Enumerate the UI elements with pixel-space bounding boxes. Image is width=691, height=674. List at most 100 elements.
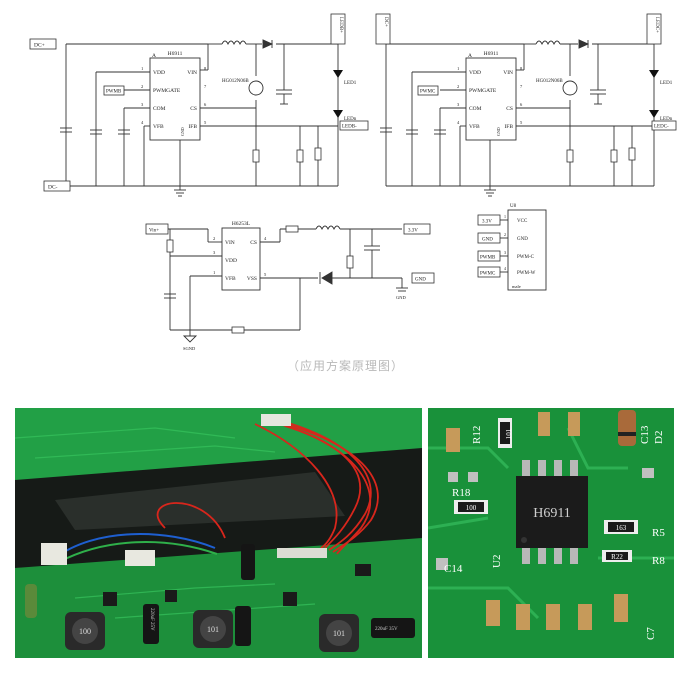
- top-right-pin-right-1: VIN: [503, 70, 513, 76]
- closeup-ref-u2: U2: [491, 555, 503, 568]
- buck-pin-right-3: VSS: [247, 276, 257, 282]
- top-right-pinnum-left-2: 2: [457, 84, 459, 89]
- top-right-pinnum-right-6: 6: [520, 102, 523, 107]
- buck-chip-label: H6253L: [232, 221, 251, 227]
- closeup-res-code-100: 100: [466, 504, 477, 512]
- top-left-led-minus: LEDB-: [342, 125, 357, 130]
- top-left-dc-minus: DC-: [48, 185, 58, 191]
- top-left-pin-right-1: VIN: [187, 70, 197, 76]
- photo-left-cap-code-1: 220uF 25V: [149, 608, 154, 631]
- buck-pinnum-right-1: 4: [264, 236, 267, 241]
- top-left-pinnum-left-1: 1: [141, 66, 143, 71]
- top-right-pin-left-3: COM: [469, 106, 482, 112]
- buck-pinnum-left-3: 1: [213, 270, 215, 275]
- connector-net-1: 3.3V: [482, 220, 492, 225]
- top-left-pin-right-4: IFB: [188, 124, 197, 130]
- top-left-led1: LED1: [344, 81, 357, 86]
- connector-pin-gnd: GND: [517, 237, 528, 242]
- top-left-pin-left-2: PWMGATE: [153, 88, 181, 94]
- connector-pin-pwmw: PWM-W: [517, 271, 536, 276]
- top-right-led-plus: LEDC+: [654, 17, 659, 33]
- closeup-ref-c13: C13: [639, 425, 651, 444]
- top-left-pwm-label: PWMB: [106, 90, 122, 95]
- connector-pinnum-2: 2: [504, 232, 506, 237]
- top-right-pin-right-3: CS: [506, 106, 513, 112]
- closeup-res-code-101: 101: [505, 428, 513, 439]
- top-left-pinnum-right-6: 6: [204, 102, 207, 107]
- buck-gnd-label: GND: [415, 278, 426, 283]
- buck-pin-right-1: CS: [250, 240, 257, 246]
- connector-footer: male: [512, 284, 521, 289]
- connector-net-2: GND: [482, 238, 493, 243]
- top-left-pinnum-left-4: 4: [141, 120, 144, 125]
- top-left-led-plus: LEDB+: [338, 17, 343, 33]
- buck-pin-left-2: VDD: [225, 258, 237, 264]
- buck-pinnum-left-1: 2: [213, 236, 215, 241]
- top-right-mosfet-label: HG012N06B: [536, 79, 563, 84]
- closeup-res-code-r22: R22: [611, 553, 623, 561]
- closeup-ref-r12: R12: [471, 426, 483, 444]
- closeup-chip-marking: H6911: [533, 506, 571, 521]
- buck-sgnd-label: SGND: [183, 346, 196, 351]
- buck-pinnum-left-2: 3: [213, 250, 216, 255]
- top-right-pin-left-2: PWMGATE: [469, 88, 497, 94]
- photo-left-inductor-code-1: 100: [79, 627, 91, 636]
- connector-pinnum-1: 1: [504, 214, 506, 219]
- buck-out-label: 3.3V: [408, 229, 418, 234]
- top-left-pin-left-3: COM: [153, 106, 166, 112]
- top-left-pinnum-left-3: 3: [141, 102, 144, 107]
- closeup-res-code-163: 163: [616, 524, 627, 532]
- closeup-ref-c7: C7: [645, 627, 657, 640]
- connector-pinnum-3: 3: [504, 250, 506, 255]
- connector-net-3: PWMB: [480, 256, 496, 261]
- top-left-pinnum-left-2: 2: [141, 84, 143, 89]
- figure-caption: （应用方案原理图）: [286, 359, 404, 373]
- top-left-pinnum-right-5: 5: [204, 120, 207, 125]
- pcb-photo-closeup: H6911: [428, 408, 674, 658]
- top-left-pin-left-1: VDD: [153, 70, 165, 76]
- pcb-photo-overview: 100 101 101 220uF 25V 220uF 35V: [15, 408, 422, 658]
- top-right-pinnum-left-3: 3: [457, 102, 460, 107]
- top-right-chip-label: H6911: [484, 51, 499, 57]
- top-right-pinnum-left-4: 4: [457, 120, 460, 125]
- top-left-corner-mark: A: [152, 53, 156, 59]
- top-right-pinnum-right-8: 8: [520, 66, 523, 71]
- top-left-chip-label: H6911: [168, 51, 183, 57]
- photo-left-inductor-code-2: 101: [207, 625, 219, 634]
- connector-pinnum-4: 4: [504, 266, 506, 271]
- top-right-pinnum-right-5: 5: [520, 120, 523, 125]
- closeup-ref-d2: D2: [653, 431, 665, 444]
- photo-left-cap-code-2: 220uF 35V: [375, 627, 398, 632]
- buck-pin-left-3: VFB: [225, 276, 236, 282]
- top-right-pinnum-right-7: 7: [520, 84, 523, 89]
- top-right-pwm-label: PWMC: [420, 90, 436, 95]
- top-left-dc-plus: DC+: [34, 43, 45, 49]
- schematic-diagram: H6911 A VDD PWMGATE COM VFB VIN CS IFB 1…: [29, 13, 677, 351]
- top-right-gnd-label: GND: [496, 127, 501, 136]
- closeup-ref-r18: R18: [452, 487, 471, 499]
- top-right-dc-plus: DC+: [383, 17, 388, 27]
- top-left-mosfet-label: HG012N06B: [222, 79, 249, 84]
- top-right-ledn: LEDn: [660, 117, 673, 122]
- top-right-pinnum-left-1: 1: [457, 66, 459, 71]
- top-left-pinnum-right-8: 8: [204, 66, 207, 71]
- buck-gnd-symbol-label: GND: [396, 295, 406, 300]
- closeup-ref-r8: R8: [652, 555, 665, 567]
- buck-pinnum-right-3: 5: [264, 272, 267, 277]
- top-left-ledn: LEDn: [344, 117, 357, 122]
- buck-pin-left-1: VIN: [225, 240, 235, 246]
- buck-vin-label: Vin+: [149, 229, 159, 234]
- top-left-pin-left-4: VFB: [153, 124, 164, 130]
- top-left-pinnum-right-7: 7: [204, 84, 207, 89]
- top-right-pin-left-4: VFB: [469, 124, 480, 130]
- connector-ref: U8: [510, 204, 517, 209]
- closeup-ref-c14: C14: [444, 563, 463, 575]
- top-right-corner-mark: A: [468, 53, 472, 59]
- connector-pin-vcc: VCC: [517, 219, 528, 224]
- top-right-led1: LED1: [660, 81, 673, 86]
- connector-net-4: PWMC: [480, 272, 496, 277]
- top-right-led-minus: LEDC-: [654, 125, 669, 130]
- top-right-pin-left-1: VDD: [469, 70, 481, 76]
- top-left-gnd-label: GND: [180, 127, 185, 136]
